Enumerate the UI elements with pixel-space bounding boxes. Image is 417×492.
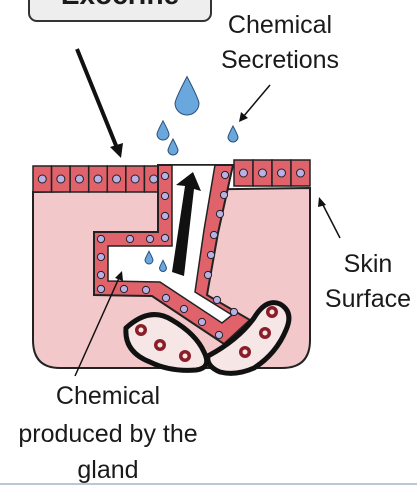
cell-nucleus bbox=[240, 169, 248, 177]
cell-nucleus bbox=[204, 271, 211, 278]
title-box: Exocrine bbox=[29, 0, 211, 21]
secretions-pointer-arrow bbox=[239, 85, 270, 122]
cell-nucleus bbox=[38, 175, 46, 183]
cell-nucleus bbox=[297, 169, 305, 177]
cell-nucleus bbox=[161, 172, 168, 179]
cell-nucleus bbox=[57, 175, 65, 183]
cell-nucleus bbox=[97, 285, 104, 292]
skin-surface-pointer-arrow bbox=[318, 197, 340, 238]
cell-nucleus bbox=[230, 308, 237, 315]
skin-surface-label: Skin Surface bbox=[325, 250, 411, 313]
cell-nucleus bbox=[180, 305, 187, 312]
cell-nucleus bbox=[161, 234, 168, 241]
blood-cell-center bbox=[158, 343, 163, 348]
cell-nucleus bbox=[161, 192, 168, 199]
cell-nucleus bbox=[120, 285, 127, 292]
cell-nucleus bbox=[220, 191, 227, 198]
cell-nucleus bbox=[131, 175, 139, 183]
secretion-droplet bbox=[228, 126, 238, 142]
blood-cell-center bbox=[183, 354, 188, 359]
cell-nucleus bbox=[161, 212, 168, 219]
cell-nucleus bbox=[97, 253, 104, 260]
skin-surface-label-line-2: Surface bbox=[325, 285, 411, 313]
produced-label-line-2: produced by the bbox=[18, 420, 197, 448]
surface-cell-row-right bbox=[234, 160, 310, 186]
secretions-label-line-2: Secretions bbox=[221, 46, 339, 74]
cell-nucleus bbox=[207, 251, 214, 258]
cell-nucleus bbox=[210, 231, 217, 238]
cell-nucleus bbox=[146, 235, 153, 242]
cell-nucleus bbox=[94, 175, 102, 183]
secretions-label: Chemical Secretions bbox=[221, 11, 339, 74]
cell-nucleus bbox=[97, 235, 104, 242]
cell-nucleus bbox=[198, 318, 205, 325]
secretion-droplet bbox=[168, 139, 178, 155]
cell-nucleus bbox=[216, 210, 223, 217]
secretions-label-line-1: Chemical bbox=[228, 11, 332, 39]
title-box-text: Exocrine bbox=[61, 0, 179, 10]
blood-cell-center bbox=[243, 350, 248, 355]
cell-nucleus bbox=[221, 171, 228, 178]
cell-nucleus bbox=[150, 175, 158, 183]
cell-nucleus bbox=[142, 286, 149, 293]
cell-nucleus bbox=[97, 271, 104, 278]
secretion-droplet bbox=[175, 77, 199, 115]
cell-nucleus bbox=[259, 169, 267, 177]
cell-nucleus bbox=[75, 175, 83, 183]
cell-nucleus bbox=[213, 296, 220, 303]
blood-cell-center bbox=[263, 331, 268, 336]
cell-nucleus bbox=[278, 169, 286, 177]
produced-label: Chemical produced by the gland bbox=[18, 382, 197, 484]
surface-cell-row-left bbox=[33, 166, 163, 192]
cell-nucleus bbox=[215, 331, 222, 338]
cell-nucleus bbox=[162, 294, 169, 301]
blood-cell-center bbox=[270, 310, 275, 315]
produced-label-line-1: Chemical bbox=[56, 382, 160, 410]
secretion-droplet bbox=[157, 121, 169, 140]
skin-surface-label-line-1: Skin bbox=[344, 250, 393, 278]
produced-label-line-3: gland bbox=[77, 456, 138, 484]
blood-cell-center bbox=[139, 328, 144, 333]
cell-nucleus bbox=[126, 235, 133, 242]
title-pointer-arrow bbox=[77, 49, 123, 158]
cell-nucleus bbox=[113, 175, 121, 183]
